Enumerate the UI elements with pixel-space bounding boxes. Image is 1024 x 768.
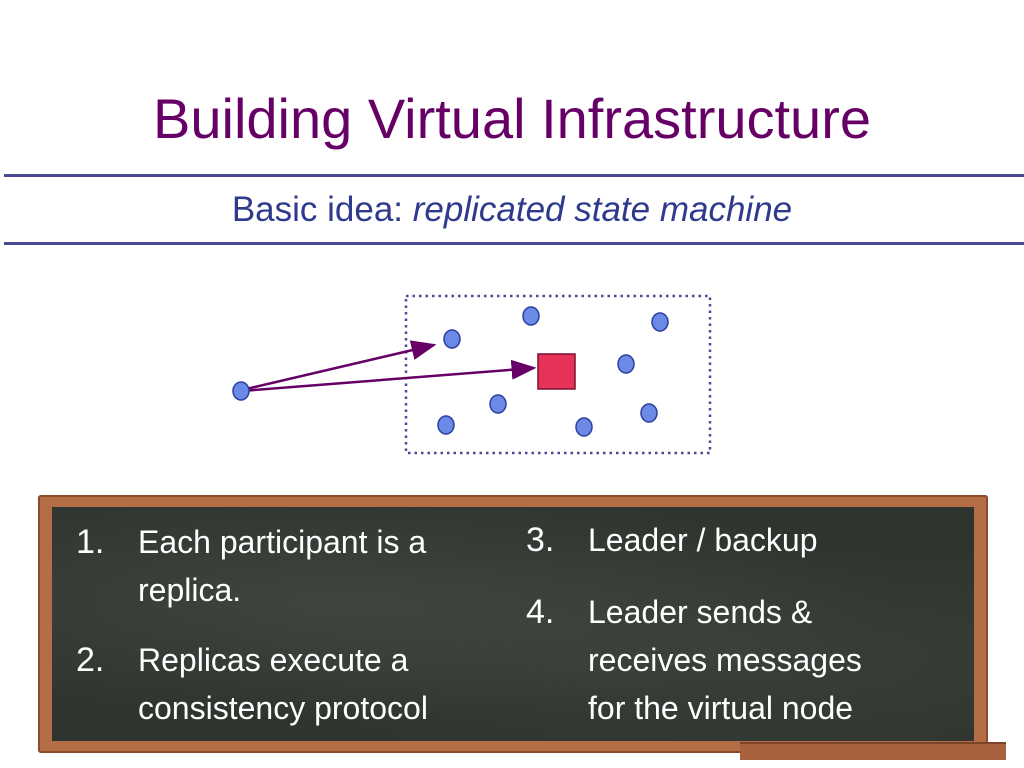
client-node [232,381,250,401]
board-item-line: for the virtual node [588,690,854,726]
board-item-line: Replicas execute a [138,642,409,678]
virtual-node-boundary [404,294,712,455]
board-item-text: Leader / backup [588,516,818,564]
board-item-number: 4. [526,593,555,631]
slide-title: Building Virtual Infrastructure [153,87,871,150]
replica-node [651,312,669,332]
replica-node [437,415,455,435]
board-item-text: Leader sends & receives messages for the… [588,588,862,732]
board-item-line: receives messages [588,642,862,678]
board-item-line: Leader / backup [588,522,818,558]
chalkboard [38,495,988,753]
replica-node [575,417,593,437]
slide-subtitle: Basic idea: replicated state machine [0,190,1024,230]
arrow-to-replica [241,340,437,392]
replica-node [489,394,507,414]
board-item-line: Leader sends & [588,594,813,630]
bottom-divider [4,242,1024,245]
leader-node [537,353,576,390]
board-item-line: replica. [138,572,242,608]
replica-node [443,329,461,349]
subtitle-prefix: Basic idea: [231,190,413,229]
replica-node [640,403,658,423]
board-item-text: Each participant is a replica. [138,518,426,614]
board-item-number: 3. [526,521,555,559]
board-item-number: 1. [76,523,105,561]
board-item-line: Each participant is a [138,524,427,560]
replication-diagram [232,294,712,455]
chalk-ledge [740,742,1006,760]
subtitle-emphasis: replicated state machine [412,190,793,229]
board-item-text: Replicas execute a consistency protocol [138,636,428,732]
top-divider [4,174,1024,177]
replica-node [617,354,635,374]
board-item-number: 2. [76,641,105,679]
chalkboard-surface [52,507,974,741]
replica-node [522,306,540,326]
arrow-to-leader [241,359,537,393]
board-item-line: consistency protocol [138,690,428,726]
